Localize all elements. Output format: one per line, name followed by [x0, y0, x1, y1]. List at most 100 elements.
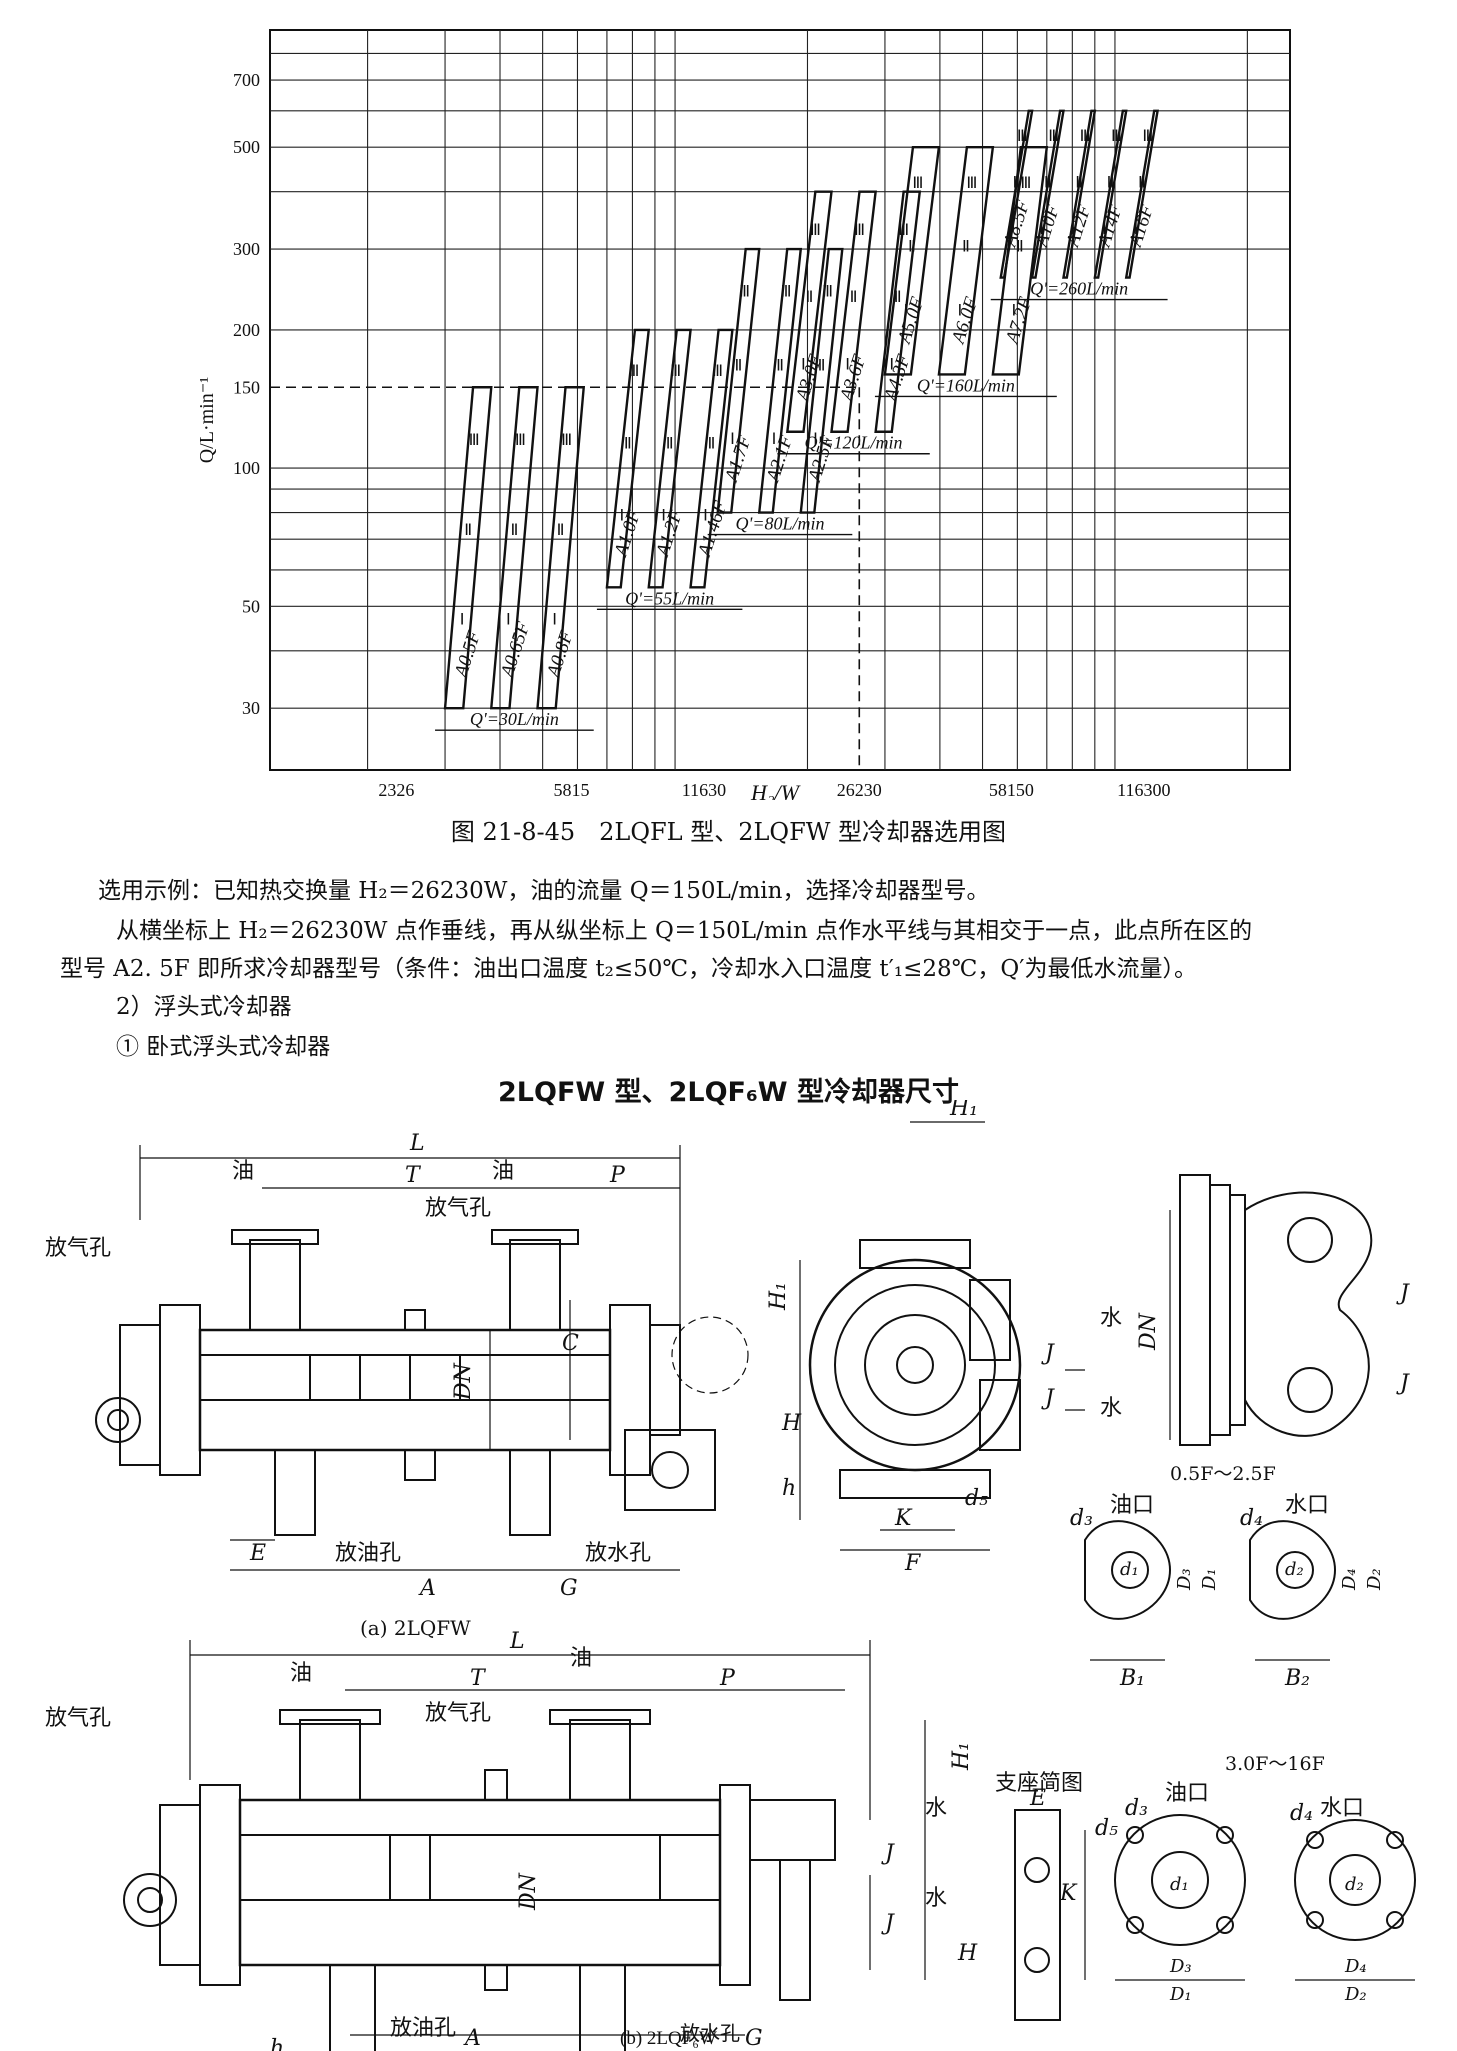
chart-zone-label: Ⅲ	[561, 432, 572, 449]
chart-y-tick-label: 300	[233, 239, 260, 259]
chart-y-axis-label: Q/L·min⁻¹	[196, 377, 218, 464]
label-oil-drain-b: 放油孔	[390, 2016, 456, 2041]
example-paragraph: 选用示例：已知热交换量 H₂＝26230W，油的流量 Q＝150L/min，选择…	[98, 878, 990, 904]
chart-model-region	[1124, 109, 1159, 279]
chart-model-name: A14F	[1093, 202, 1127, 251]
label-range-small: 0.5F～2.5F	[1170, 1463, 1276, 1485]
label-dim-DN-a: DN	[451, 1362, 476, 1401]
label-dim-D1-large: D₁	[1169, 1984, 1192, 2005]
label-oil-b1: 油	[290, 1661, 312, 1686]
chart-model-region	[647, 328, 692, 589]
chart-x-tick-label: 26230	[837, 780, 882, 800]
chart-y-tick-label: 200	[233, 320, 260, 340]
chart-zone-label: Ⅱ	[624, 435, 632, 452]
chart-model-names: ⅢⅡⅠA0.5FⅢⅡⅠA0.65FⅢⅡⅠA0.8FⅢⅡⅠA1.0FⅢⅡⅠA1.2…	[450, 128, 1158, 682]
chart-zone-label: Ⅱ	[1044, 175, 1052, 192]
chart-zone-label: Ⅱ	[510, 522, 518, 539]
label-oil-a1: 油	[232, 1159, 254, 1184]
chart-zone-label: Ⅱ	[1107, 175, 1115, 192]
chart-x-tick-label: 116300	[1117, 780, 1170, 800]
caption-a: (a) 2LQFW	[360, 1616, 471, 1640]
chart-zone-label: Ⅰ	[958, 302, 963, 319]
label-water-drain-a: 放水孔	[585, 1541, 651, 1566]
chart-zone-label: Ⅱ	[776, 357, 784, 374]
label-oil-a2: 油	[492, 1159, 514, 1184]
chart-model-region	[991, 145, 1049, 376]
chart-zone-label: Ⅰ	[661, 507, 666, 524]
label-dim-d4-small: d₄	[1240, 1506, 1263, 1531]
section-heading-horizontal: ① 卧式浮头式冷却器	[116, 1034, 331, 1060]
section-heading-floating-head: 2）浮头式冷却器	[116, 994, 292, 1020]
chart-zone-label: Ⅰ	[1134, 221, 1139, 238]
chart-x-tick-label: 11630	[682, 780, 726, 800]
label-dim-d5-a: d₅	[965, 1486, 988, 1511]
chart-model-region	[999, 109, 1034, 279]
label-water-drain-b: 放水孔	[680, 2021, 740, 2045]
chart-model-region	[489, 386, 539, 710]
drawing-title: 2LQFW 型、2LQF₆W 型冷却器尺寸	[498, 1077, 959, 1108]
chart-zone-label: Ⅲ	[1142, 128, 1153, 145]
method-paragraph-line-1: 从横坐标上 H₂＝26230W 点作垂线，再从纵坐标上 Q＝150L/min 点…	[116, 918, 1253, 944]
chart-model-region	[883, 145, 941, 376]
drawing-a-head-detail	[1169, 1174, 1373, 1446]
chart-zone-label: Ⅲ	[1017, 128, 1028, 145]
cooler-dimension-drawings: L 油 T 油 P 放气孔 放气孔 DN C E 放油孔 A 放水孔 G (a)…	[45, 1100, 1416, 2051]
chart-y-tick-label: 100	[233, 458, 260, 478]
label-dim-T-b: T	[470, 1666, 487, 1691]
chart-zone-label: Ⅰ	[460, 612, 465, 629]
chart-zone-label: Ⅰ	[619, 507, 624, 524]
drawing-a-side-view	[95, 1145, 749, 1571]
chart-zone-label: Ⅱ	[557, 522, 565, 539]
chart-model-region	[1062, 109, 1097, 279]
chart-zone-label: Ⅰ	[1102, 221, 1107, 238]
chart-model-name: A7.2F	[1001, 294, 1036, 347]
label-dim-d2-large: d₂	[1345, 1874, 1364, 1895]
label-dim-G-a: G	[560, 1576, 578, 1601]
chart-zone-label: Ⅰ	[506, 612, 511, 629]
chart-flow-label: Q'=55L/min	[625, 588, 714, 608]
label-dim-D4-large: D₄	[1344, 1956, 1367, 1977]
label-dim-K-b: K	[1059, 1881, 1078, 1906]
chart-flow-label: Q'=80L/min	[735, 514, 824, 534]
chart-zone-label: Ⅲ	[739, 283, 750, 300]
chart-zone-label: Ⅲ	[1080, 128, 1091, 145]
chart-model-region	[716, 247, 761, 514]
chart-model-region	[830, 190, 877, 433]
chart-zone-label: Ⅱ	[1075, 175, 1083, 192]
chart-y-tick-label: 700	[233, 70, 260, 90]
chart-zone-label: Ⅱ	[894, 289, 902, 306]
label-water-b2: 水	[925, 1886, 947, 1911]
label-dim-H-a: H	[781, 1411, 802, 1436]
label-dim-B1: B₁	[1119, 1666, 1145, 1691]
chart-y-tick-label: 150	[233, 377, 260, 397]
label-vent-a-top: 放气孔	[425, 1196, 491, 1221]
label-water-port-small: 水口	[1285, 1493, 1329, 1518]
chart-x-tick-label: 58150	[989, 780, 1034, 800]
label-dim-J-detail-2: J	[1396, 1371, 1410, 1396]
label-support-sketch: 支座简图	[995, 1771, 1083, 1796]
drawing-b-details	[1014, 1809, 1416, 2021]
chart-zone-label: Ⅱ	[666, 435, 674, 452]
chart-zone-label: Ⅲ	[1048, 128, 1059, 145]
chart-zone-label: Ⅰ	[1071, 221, 1076, 238]
label-dim-A-a: A	[418, 1576, 436, 1601]
chart-zone-label: Ⅲ	[469, 432, 480, 449]
chart-zone-label: Ⅰ	[801, 356, 806, 373]
chart-frame	[269, 29, 1291, 771]
label-water-port-large: 水口	[1320, 1796, 1364, 1821]
label-dim-D3-small: D₃	[1174, 1568, 1195, 1591]
chart-model-name: A0.5F	[450, 628, 485, 681]
label-dim-B2: B₂	[1284, 1666, 1310, 1691]
label-water-a2: 水	[1100, 1396, 1122, 1421]
chart-model-name: A12F	[1062, 202, 1096, 251]
chart-zone-label: Ⅰ	[552, 612, 557, 629]
label-dim-G-b: G	[745, 2026, 763, 2051]
label-dim-J-a2: J	[1041, 1386, 1055, 1411]
label-dim-P-a: P	[609, 1163, 626, 1188]
chart-model-name: A8.5F	[999, 198, 1034, 251]
label-dim-L-b: L	[509, 1629, 525, 1654]
chart-zone-label: Ⅲ	[822, 283, 833, 300]
label-range-large: 3.0F～16F	[1225, 1753, 1325, 1775]
chart-zone-label: Ⅱ	[818, 357, 826, 374]
